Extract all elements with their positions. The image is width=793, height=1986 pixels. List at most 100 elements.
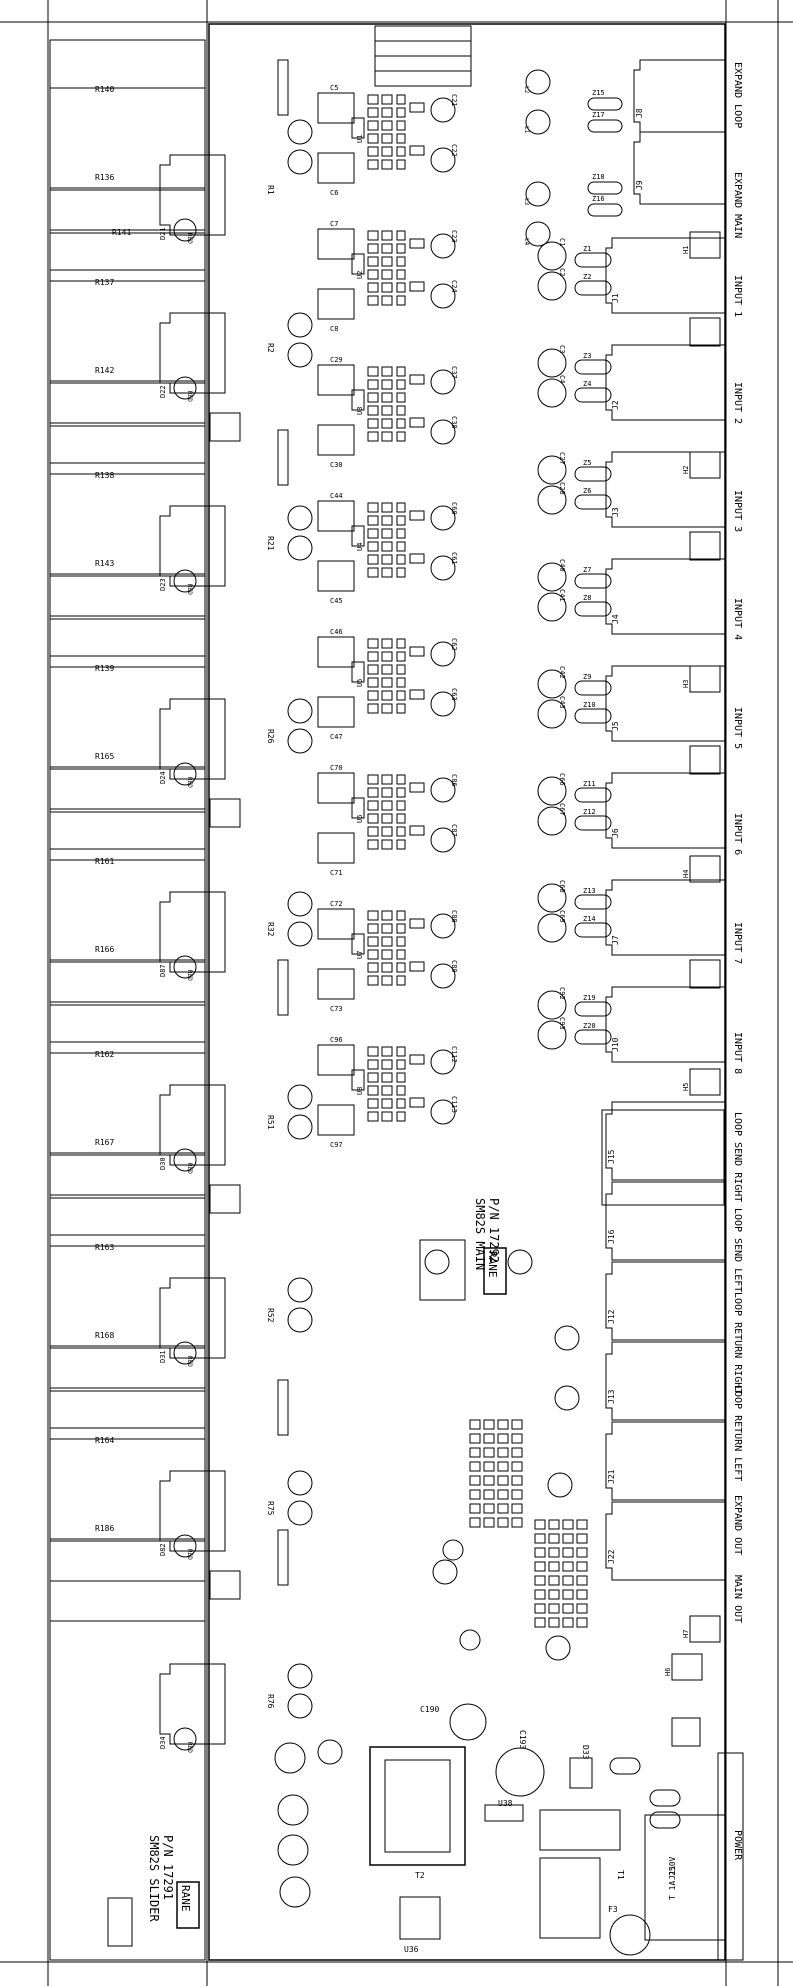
smd-resistor-pad <box>367 826 379 837</box>
smd-pad <box>534 1519 546 1530</box>
smd-resistor-pad <box>381 936 393 947</box>
zener-diode-icon <box>574 359 612 375</box>
smd-pad <box>548 1589 560 1600</box>
smd-resistor-pad <box>367 230 379 241</box>
mount-tab <box>689 317 721 347</box>
slider-track <box>49 1390 206 1440</box>
smd-resistor-pad <box>367 94 379 105</box>
smd-pad <box>497 1503 509 1514</box>
smd-resistor-pad <box>396 1046 406 1057</box>
input-cap-label: C3 <box>558 345 566 353</box>
pot-outline <box>159 505 226 587</box>
input-cap-label: C2 <box>558 268 566 276</box>
smd-pad <box>548 1533 560 1544</box>
slider-led-label: D82 <box>159 1543 167 1556</box>
input-cap-icon <box>537 913 567 943</box>
slider-body <box>49 1438 206 1540</box>
pot-outline <box>159 1663 226 1745</box>
smd-resistor-pad <box>367 787 379 798</box>
smd-pad <box>534 1589 546 1600</box>
slider-tab <box>209 1184 241 1214</box>
smd-resistor-pad <box>367 690 379 701</box>
slider-pot-connector: R2 <box>159 312 275 394</box>
smd-resistor-pad <box>396 690 406 701</box>
electrolytic-cap-label: C61 <box>450 552 458 565</box>
bypass-cap-icon <box>287 1277 313 1303</box>
main-board-title: SM82S MAIN <box>473 1198 487 1270</box>
bypass-cap-icon <box>287 728 313 754</box>
smd-resistor-pad <box>381 243 393 254</box>
slider-led-color: RED <box>186 233 193 244</box>
slider-resistor-label: R140 <box>95 85 114 94</box>
zener-diode-icon <box>574 280 612 296</box>
smd-resistor-pad <box>396 936 406 947</box>
electrolytic-cap-label: C89 <box>450 960 458 973</box>
slider-led-icon <box>173 955 197 979</box>
mount-hole-label: H4 <box>682 870 690 878</box>
transformer-label: T2 <box>415 1871 425 1880</box>
smd-resistor-pad <box>396 651 406 662</box>
electrolytic-cap-label: C63 <box>450 688 458 701</box>
smd-resistor-pad <box>396 541 406 552</box>
slider-body <box>49 1245 206 1347</box>
slider-track <box>49 811 206 861</box>
zener-diode-icon <box>587 97 623 111</box>
diode-pad <box>409 553 425 564</box>
smd-resistor-pad <box>367 839 379 850</box>
smd-resistor-pad <box>381 1059 393 1070</box>
edge-label-loop-send-left: LOOP SEND LEFT <box>732 1208 743 1292</box>
electrolytic-cap-label: C24 <box>450 280 458 293</box>
smd-pad <box>511 1503 523 1514</box>
mount-hole-pad <box>689 1068 721 1096</box>
zener-diode-icon <box>574 922 612 938</box>
smd-resistor-pad <box>367 962 379 973</box>
mount-hole-label: H3 <box>682 680 690 688</box>
smd-resistor-pad <box>381 638 393 649</box>
slider-led-label: D87 <box>159 964 167 977</box>
smd-pad <box>483 1419 495 1430</box>
diode-pad <box>409 417 425 428</box>
input-cap-icon <box>537 1020 567 1050</box>
loop-jack: J16 <box>605 1181 727 1261</box>
edge-label-input-6: INPUT 6 <box>732 813 743 855</box>
slider-led-color: RED <box>186 777 193 788</box>
smd-pad <box>562 1533 574 1544</box>
electrolytic-cap-icon <box>430 283 456 309</box>
zener-label: Z14 <box>583 915 596 923</box>
smd-resistor-pad <box>367 295 379 306</box>
smd-resistor-pad <box>367 502 379 513</box>
slider-pot-connector: R76 <box>159 1663 275 1745</box>
slider-resistor-label: R167 <box>95 1138 114 1147</box>
ribbon-header-outline <box>277 959 289 1016</box>
smd-resistor-pad <box>381 146 393 157</box>
slider-led-icon <box>173 1727 197 1751</box>
slider-board-part-number: P/N 17291 <box>161 1835 175 1900</box>
bypass-cap-icon <box>287 1500 313 1526</box>
input-cap-label: C28 <box>558 482 566 495</box>
ribbon-header-outline <box>277 1529 289 1586</box>
slider-track-lower <box>49 1387 206 1429</box>
coupling-cap-label: C96 <box>330 1036 343 1044</box>
mount-hole: H4 <box>682 855 721 883</box>
slider-led-label: D21 <box>159 227 167 240</box>
smd-pad <box>562 1561 574 1572</box>
pot-outline <box>159 1084 226 1166</box>
expand-jack-outline <box>633 131 727 205</box>
electrolytic-cap-label: C87 <box>450 824 458 837</box>
smd-pad <box>576 1617 588 1628</box>
smd-resistor-pad <box>381 975 393 986</box>
bypass-cap-icon <box>287 1307 313 1333</box>
smd-resistor-pad <box>367 405 379 416</box>
pot-outline <box>159 154 226 236</box>
ribbon-header-outline <box>277 429 289 486</box>
electrolytic-cap-label: C38 <box>450 416 458 429</box>
input-jack-outline <box>605 665 726 742</box>
diode-pad <box>409 1097 425 1108</box>
slider-led-color: RED <box>186 970 193 981</box>
input-cap-label: C42 <box>558 666 566 679</box>
smd-resistor-pad <box>381 554 393 565</box>
bypass-cap-icon <box>287 505 313 531</box>
smd-pad <box>497 1419 509 1430</box>
input-jack-label: J10 <box>611 1037 620 1052</box>
smd-pad <box>548 1575 560 1586</box>
